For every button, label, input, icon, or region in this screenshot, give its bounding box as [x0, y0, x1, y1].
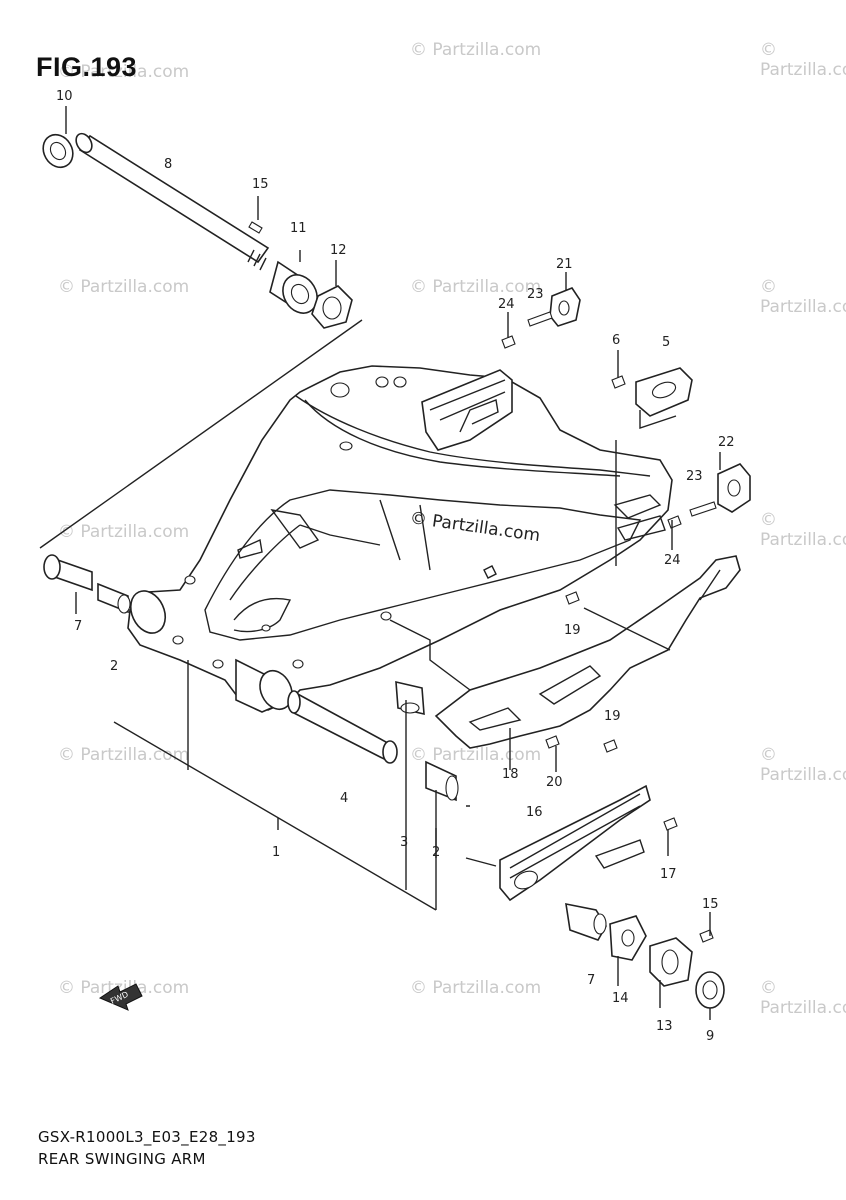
- callout-4: 4: [340, 791, 348, 806]
- callout-5: 5: [662, 335, 670, 350]
- watermark-text: © Partzilla.com: [58, 978, 190, 998]
- callout-19: 19: [564, 623, 581, 638]
- callout-8: 8: [164, 157, 172, 172]
- callout-20: 20: [546, 775, 563, 790]
- callout-21: 21: [556, 257, 573, 272]
- leader-lines: [39, 106, 721, 1020]
- watermark-text: © Partzilla.com: [760, 510, 846, 550]
- watermark-text: © Partzilla.com: [58, 277, 190, 297]
- figure-name: REAR SWINGING ARM: [38, 1150, 206, 1168]
- watermark-text: © Partzilla.com: [760, 40, 846, 80]
- callout-2: 2: [432, 845, 440, 860]
- watermark-text: © Partzilla.com: [760, 745, 846, 785]
- watermark-text: © Partzilla.com: [760, 978, 846, 1018]
- callout-15: 15: [702, 897, 719, 912]
- callout-11: 11: [290, 221, 307, 236]
- callout-24: 24: [664, 553, 681, 568]
- callout-18: 18: [502, 767, 519, 782]
- watermark-text: © Partzilla.com: [58, 62, 190, 82]
- callout-6: 6: [612, 333, 620, 348]
- swingarm-body: [127, 365, 673, 713]
- chain-buffer: [499, 784, 678, 902]
- callout-15: 15: [252, 177, 269, 192]
- callout-1: 1: [272, 845, 280, 860]
- callout-labels: 10 8 15 11 12 21 23 24 6 5 22 23 24 7 2 …: [56, 89, 735, 1044]
- callout-14: 14: [612, 991, 629, 1006]
- callout-7: 7: [74, 619, 82, 634]
- callout-7: 7: [587, 973, 595, 988]
- watermark-text: © Partzilla.com: [410, 978, 542, 998]
- bearings-and-spacers: [43, 554, 459, 802]
- callout-9: 9: [706, 1029, 714, 1044]
- right-adjuster-parts: [565, 902, 725, 1009]
- watermark-text: © Partzilla.com: [58, 522, 190, 542]
- figure-code: GSX-R1000L3_E03_E28_193: [38, 1128, 256, 1146]
- callout-17: 17: [660, 867, 677, 882]
- watermark-text: © Partzilla.com: [410, 40, 542, 60]
- callout-2: 2: [110, 659, 118, 674]
- pivot-shaft-assembly: [42, 132, 353, 329]
- callout-10: 10: [56, 89, 73, 104]
- chain-guard: [434, 555, 741, 753]
- chain-guide-top: [421, 287, 751, 529]
- callout-23: 23: [527, 287, 544, 302]
- callout-22: 22: [718, 435, 735, 450]
- watermark-text: © Partzilla.com: [410, 745, 542, 765]
- fwd-arrow: FWD: [98, 983, 143, 1011]
- watermark-text: © Partzilla.com: [410, 277, 542, 297]
- figure-title: FIG.193: [36, 52, 138, 82]
- callout-23: 23: [686, 469, 703, 484]
- callout-3: 3: [400, 835, 408, 850]
- watermark-text: © Partzilla.com: [760, 277, 846, 317]
- callout-19: 19: [604, 709, 621, 724]
- callout-12: 12: [330, 243, 347, 258]
- watermark-text: © Partzilla.com: [58, 745, 190, 765]
- callout-24: 24: [498, 297, 515, 312]
- callout-16: 16: [526, 805, 543, 820]
- callout-13: 13: [656, 1019, 673, 1034]
